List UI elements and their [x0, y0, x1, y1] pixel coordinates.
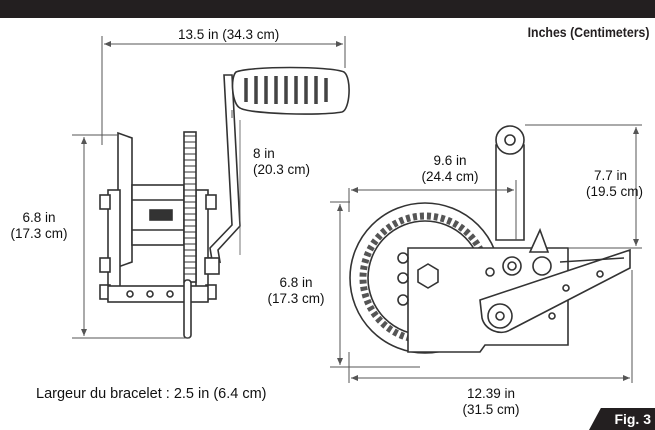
- side-lever: [183, 279, 192, 339]
- side-height-label-in: 6.8 in: [22, 210, 56, 225]
- side-height-label-cm: (17.3 cm): [10, 226, 68, 241]
- top-height-label-cm: (19.5 cm): [585, 184, 643, 199]
- front-arm: [495, 144, 525, 241]
- figure-label: Fig. 3: [614, 411, 651, 427]
- top-bar: [0, 0, 655, 18]
- front-dimension-lines: [330, 124, 642, 383]
- gear-width-label-cm: (24.4 cm): [421, 169, 479, 184]
- side-view: [99, 66, 350, 339]
- units-label: Inches (Centimeters): [527, 24, 649, 40]
- overall-width-label: 13.5 in (34.3 cm): [178, 27, 280, 42]
- gear-width-label-in: 9.6 in: [433, 153, 467, 168]
- strap-width-label: Largeur du bracelet : 2.5 in (6.4 cm): [36, 386, 267, 402]
- base-length-label-cm: (31.5 cm): [462, 402, 520, 417]
- front-height-label-cm: (17.3 cm): [267, 291, 325, 306]
- side-dimension-lines: [72, 36, 346, 339]
- base-length-label-in: 12.39 in: [466, 386, 516, 401]
- drum-strap: [149, 209, 173, 221]
- side-base: [107, 285, 209, 303]
- crank-handle: [231, 66, 350, 115]
- front-height-label-in: 6.8 in: [279, 275, 313, 290]
- handle-length-label-cm: (20.3 cm): [253, 162, 311, 177]
- top-height-label-in: 7.7 in: [593, 168, 627, 183]
- figure-tab: [589, 408, 655, 430]
- front-lever: [479, 248, 631, 334]
- handle-length-label-in: 8 in: [253, 146, 275, 161]
- front-view: [349, 125, 631, 354]
